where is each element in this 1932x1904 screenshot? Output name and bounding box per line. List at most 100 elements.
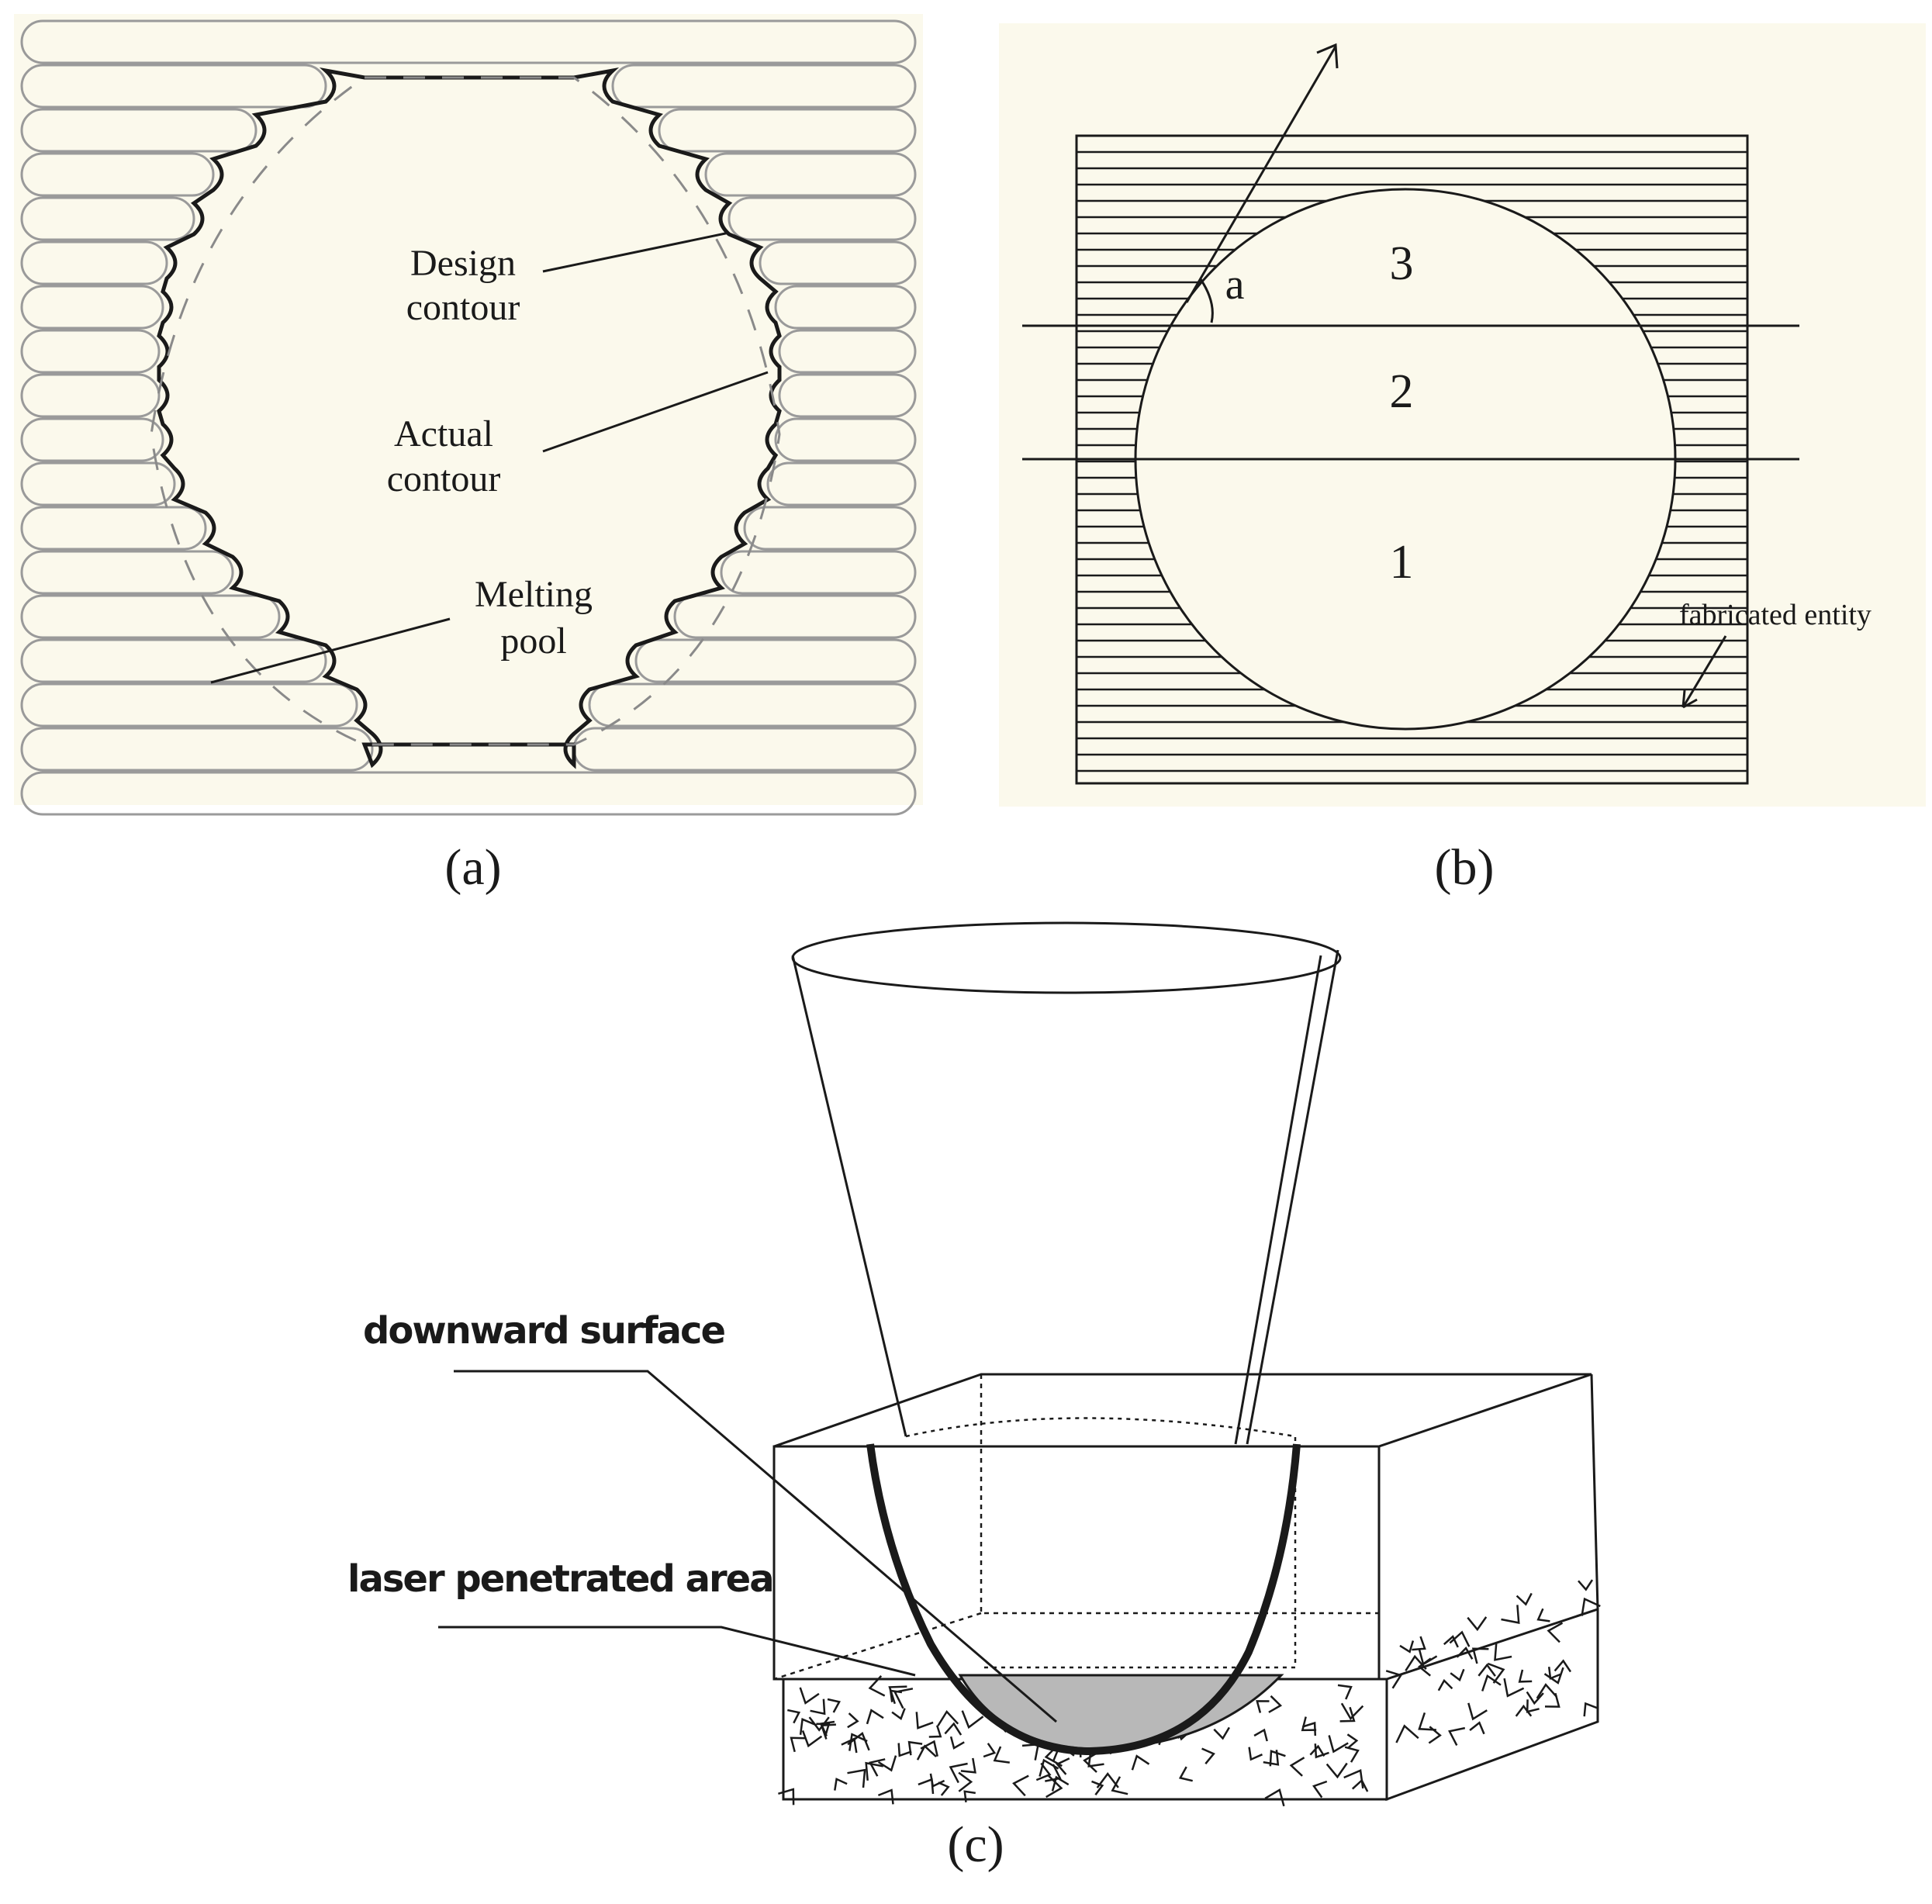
powder-grain <box>790 1736 806 1753</box>
scan-track <box>728 196 917 241</box>
solid-block <box>772 1373 1599 1681</box>
actual-label-line2: contour <box>387 458 501 499</box>
powder-grain <box>1399 1640 1415 1653</box>
design-contour-line <box>150 76 781 746</box>
scan-track <box>759 240 917 285</box>
scan-track <box>20 506 207 551</box>
scan-track <box>20 373 161 418</box>
powder-grain <box>963 1790 976 1802</box>
scan-track <box>778 373 917 418</box>
laser-area-leader <box>438 1626 916 1677</box>
powder-grain <box>819 1720 835 1737</box>
scan-track <box>611 64 917 109</box>
powder-grain <box>1544 1692 1560 1708</box>
powder-grain <box>960 1757 976 1774</box>
powder-grain <box>1178 1766 1193 1782</box>
powder-grain <box>1467 1702 1488 1721</box>
scan-track <box>20 417 164 462</box>
scan-track <box>20 594 281 639</box>
powder-grain <box>1302 1721 1317 1736</box>
laser-beam-right-1 <box>1234 955 1322 1445</box>
powder-grain <box>1469 1721 1485 1735</box>
powder-grain <box>1096 1772 1119 1788</box>
powder-grain <box>1201 1747 1215 1764</box>
powder-grain <box>1536 1608 1550 1622</box>
powder-grain <box>1450 1668 1465 1682</box>
powder-grain <box>929 1773 945 1788</box>
actual-label-line1: Actual <box>394 413 493 454</box>
panel-a: Design contour Actual contour Melting po… <box>14 14 923 896</box>
melt-pool-boundary <box>866 1443 1301 1756</box>
scan-track <box>20 152 215 197</box>
powder-grain <box>787 1709 801 1724</box>
powder-grain <box>1526 1699 1540 1713</box>
build-direction-arrowhead <box>1316 43 1339 69</box>
powder-grain <box>1301 1716 1317 1732</box>
panel-b-caption: (b) <box>1435 839 1495 896</box>
powder-grain <box>1253 1728 1268 1742</box>
fabricated-entity-label: fabricated entity <box>1679 599 1872 631</box>
powder-grain <box>1263 1750 1280 1766</box>
powder-grain <box>1337 1684 1353 1700</box>
powder-grain <box>1471 1647 1489 1664</box>
powder-texture <box>778 1579 1601 1807</box>
powder-grain <box>1478 1663 1496 1677</box>
scan-track <box>20 550 234 595</box>
scan-track <box>658 108 917 153</box>
powder-grain <box>1268 1695 1283 1713</box>
scan-track <box>20 638 327 683</box>
powder-grain <box>1344 1746 1360 1763</box>
panel-c-caption: (c) <box>947 1816 1004 1873</box>
powder-grain <box>810 1698 826 1716</box>
powder-grain <box>801 1729 823 1748</box>
powder-grain <box>949 1736 965 1750</box>
powder-grain <box>1448 1726 1466 1746</box>
panel-a-caption: (a) <box>444 839 501 896</box>
powder-grain <box>961 1710 984 1729</box>
powder-grain <box>1309 1744 1325 1757</box>
build-direction-arrow <box>1185 46 1337 303</box>
powder-grain <box>1481 1674 1502 1691</box>
powder-grain <box>1091 1780 1104 1795</box>
powder-grain <box>877 1788 894 1805</box>
powder-grain <box>1256 1700 1270 1713</box>
scan-track <box>774 417 917 462</box>
downward-surface-label: downward surface <box>363 1309 724 1353</box>
powder-grain <box>847 1768 866 1788</box>
melting-label-line2: pool <box>500 620 566 662</box>
fabricated-entity-arrowhead <box>1681 689 1698 709</box>
powder-grain <box>1012 1774 1029 1797</box>
powder-grain <box>1289 1757 1305 1777</box>
scan-track <box>774 285 917 330</box>
powder-grain <box>1264 1788 1285 1807</box>
melting-label-line1: Melting <box>475 574 593 615</box>
angle-arc <box>1199 278 1214 323</box>
powder-grain <box>1087 1750 1104 1768</box>
powder-grain <box>848 1733 868 1751</box>
powder-grain <box>778 1788 795 1806</box>
powder-grain <box>1111 1776 1128 1795</box>
powder-grain <box>1385 1670 1403 1689</box>
powder-grain <box>1346 1733 1359 1749</box>
powder-grain <box>928 1725 942 1738</box>
scan-track <box>20 682 358 727</box>
powder-grain <box>1418 1712 1436 1731</box>
powder-grain <box>1351 1778 1369 1792</box>
powder-grain <box>1045 1774 1063 1799</box>
region-1-label: 1 <box>1390 536 1414 589</box>
powder-grain <box>1503 1678 1525 1698</box>
design-label-line1: Design <box>410 243 516 284</box>
powder-grain <box>1418 1648 1438 1666</box>
powder-grain <box>869 1758 886 1777</box>
powder-grain <box>834 1778 848 1791</box>
powder-grain <box>1547 1667 1562 1680</box>
powder-grain <box>827 1698 841 1713</box>
powder-grain <box>915 1712 934 1729</box>
fabricated-entity-leader <box>1681 635 1727 708</box>
powder-grain <box>1543 1667 1564 1685</box>
powder-grain <box>1467 1616 1488 1632</box>
powder-grain <box>944 1722 963 1736</box>
powder-grain <box>1035 1762 1052 1781</box>
